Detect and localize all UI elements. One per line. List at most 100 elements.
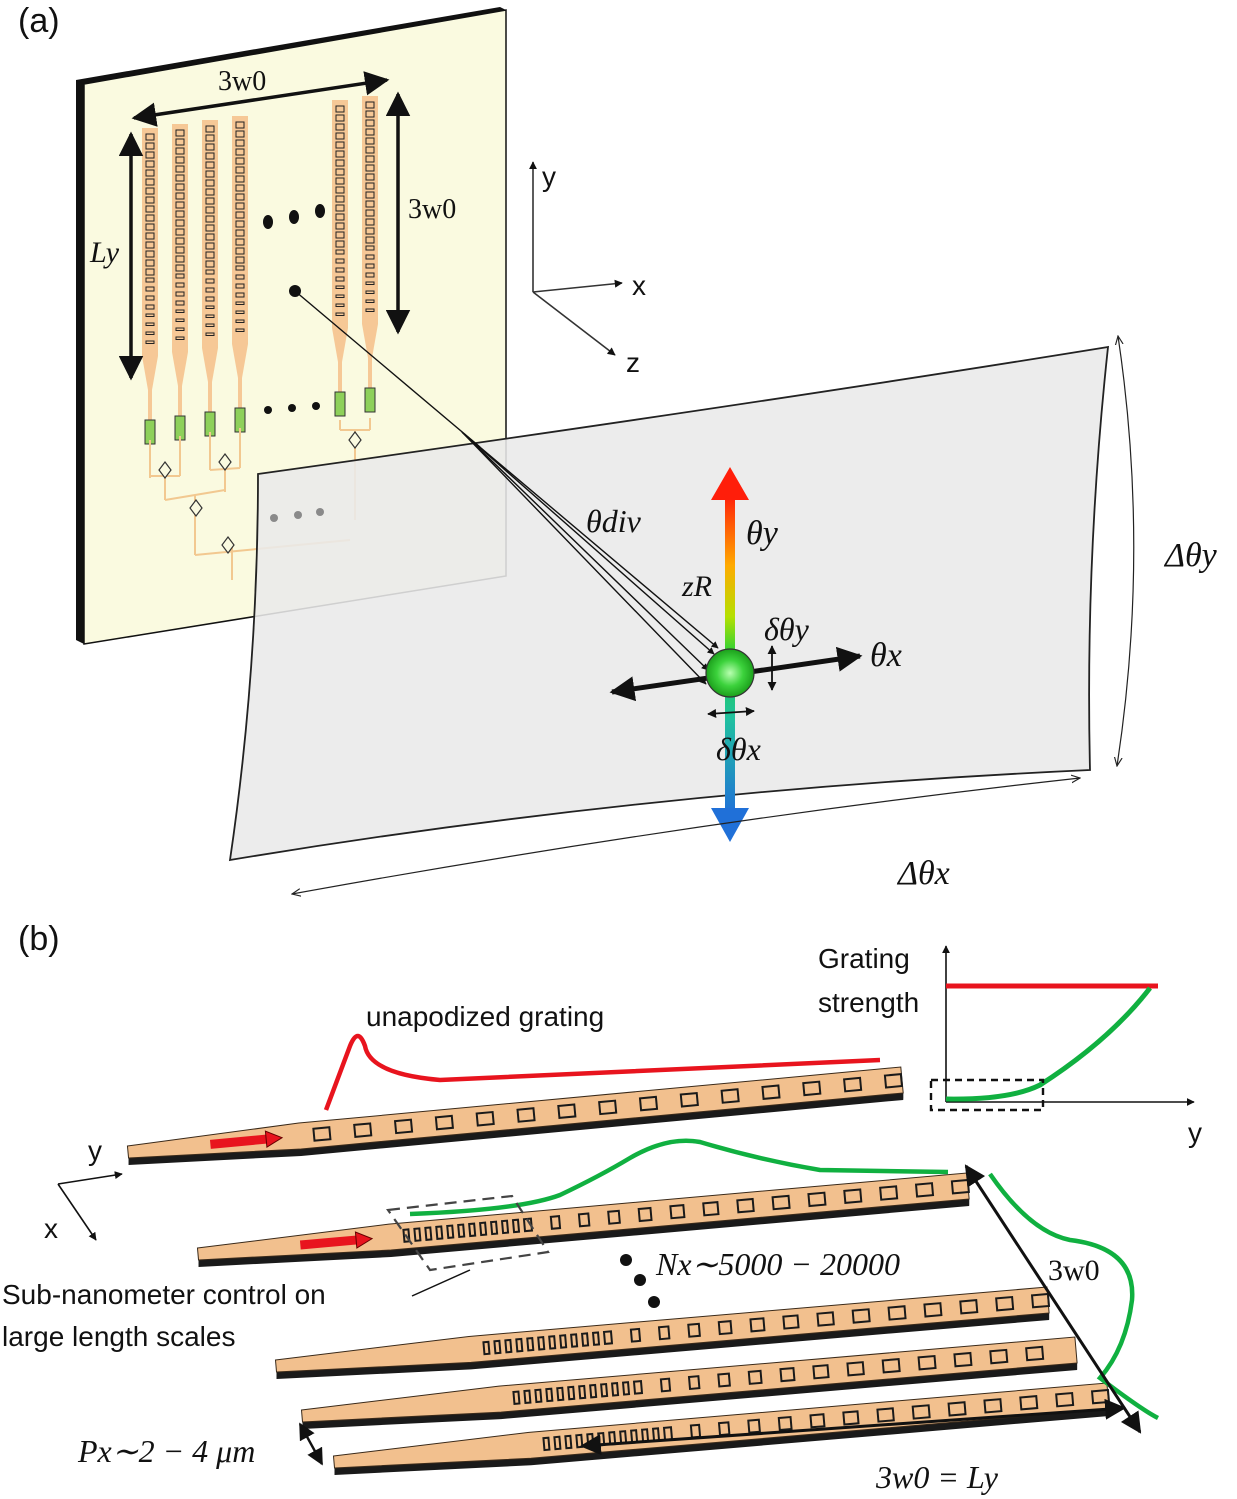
grating-tooth-a [205,224,215,232]
grating-tooth-a [175,138,185,146]
grating-tooth-a [145,295,155,301]
grating-tooth [312,1126,332,1142]
grating-tooth [557,1103,577,1119]
grating-tooth-a [145,223,155,231]
waveguide-taper-a [142,356,158,390]
ellipsis-dots-top [263,204,325,229]
grating-tooth [353,1122,373,1138]
grating-tooth-a [235,166,245,174]
grating-tooth [504,1338,513,1354]
subnm-dashed-region [386,1194,550,1272]
grating-tooth [629,1327,642,1343]
grating-tooth [779,1366,796,1383]
grating-tooth-a [235,310,245,314]
splitter-node [189,499,203,517]
grating-tooth-a [335,222,345,230]
grating-tooth-a [205,251,215,259]
delta-theta-x-arrow [707,707,755,718]
grating-tooth [542,1436,551,1452]
grating-tooth-a [175,291,185,297]
grating-tooth-a [145,277,155,283]
grating-tooth-a [235,256,245,264]
width-arrow-b [964,1164,1142,1434]
grating-tooth-a [175,174,185,182]
grating-tooth [493,1339,502,1355]
axes-b: y x [44,1135,123,1244]
grating-tooth [567,1385,576,1401]
grating-tooth [537,1336,546,1351]
ly-label: Ly [89,236,120,269]
phase-shifter [334,391,346,417]
grating-tooth-a [205,296,215,302]
grating-tooth-a [205,134,215,142]
grating-tooth [816,1311,835,1327]
grating-tooth-a [205,269,215,275]
grating-tooth-a [205,152,215,160]
grating-tooth [446,1224,455,1240]
grating-tooth-a [205,287,215,293]
grating-tooth-a [205,215,215,223]
grating-tooth [717,1320,733,1336]
grating-tooth [632,1379,644,1395]
grating-tooth-a [175,246,185,254]
grating-tooth [556,1386,565,1402]
grating-tooth-a [235,265,245,271]
grating-tooth [679,1091,699,1108]
grating-tooth [749,1317,766,1333]
grating-tooth [621,1381,631,1396]
grating-tooth-a [205,233,215,241]
pitch-arrow [298,1422,324,1466]
grating-tooth-a [335,249,345,255]
grating-tooth-a [175,327,185,331]
grating-tooth-a [145,160,155,168]
grating-tooth-a [335,132,345,140]
grating-tooth-a [175,264,185,272]
green-strength-curve [945,986,1152,1102]
grating-tooth-a [365,209,375,217]
axis-x-label: x [632,270,646,301]
grating-tooth [887,1305,907,1321]
panel-b-label: (b) [18,920,60,958]
waveguide-taper-a [202,348,218,382]
grating-tooth-a [145,286,155,292]
waveguide-side [198,1198,970,1267]
grating-tooth-a [205,242,215,250]
axis-y-label-b: y [88,1135,102,1166]
bottom-length-label: 3w0 = Ly [875,1459,999,1495]
chip-top-edge [76,7,506,84]
grating-tooth-a [145,178,155,186]
grating-tooth-a [335,177,345,185]
waveguide-feed-a [238,378,242,408]
grating-tooth-a [205,188,215,196]
panel-a-label: (a) [18,2,60,40]
grating-tooth-a [335,276,345,282]
grating-tooth [545,1387,554,1403]
grating-tooth [611,1382,620,1397]
grating-tooth-a [365,263,375,269]
grating-tooth [515,1337,524,1353]
grating-strength-label-1: Grating [818,943,910,974]
waveguide-feed-a [148,390,152,420]
grating-tooth-a [365,137,375,145]
grating-tooth [771,1194,791,1211]
grating-tooth-a [175,183,185,191]
axes-a: y x z [529,161,646,378]
grating-tooth [687,1375,701,1391]
ellipsis-dots-waveguides [620,1254,660,1308]
grating-tooth [526,1336,535,1352]
grating-tooth-a [365,200,375,208]
inset-axis-y-label: y [1188,1117,1202,1148]
grating-tooth [843,1076,863,1093]
splitter-node [221,536,235,554]
grating-tooth-a [175,201,185,209]
grating-tooth [638,1095,659,1112]
waveguide-taper-a [362,324,378,358]
waveguide-array [142,96,378,580]
subnm-label-2: large length scales [2,1321,235,1352]
grating-strength-inset: Grating strength y [818,943,1202,1148]
grating-strength-label-2: strength [818,987,919,1018]
phase-shifter [364,387,376,413]
grating-tooth-a [235,229,245,237]
grating-tooth-a [175,255,185,263]
grating-tooth [479,1221,488,1237]
